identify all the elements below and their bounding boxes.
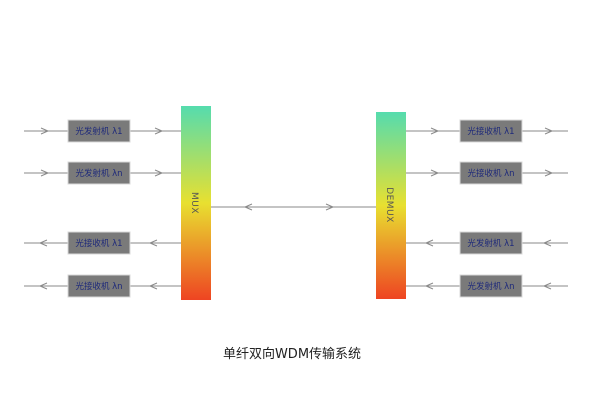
demux-label: DEMUX — [384, 187, 394, 223]
arrow-icon — [430, 127, 440, 135]
trunk-arrow-right-icon — [325, 203, 335, 211]
box-label: 光发射机 λn — [467, 281, 514, 292]
arrow-icon — [424, 282, 434, 290]
box-label: 光接收机 λ1 — [467, 126, 514, 137]
receiver-box: 光接收机 λ1 — [67, 231, 131, 255]
left-row-3: 光接收机 λ1 — [24, 231, 181, 255]
arrow-icon — [154, 127, 164, 135]
arrow-icon — [544, 169, 554, 177]
box-label: 光发射机 λ1 — [75, 126, 122, 137]
arrow-icon — [38, 239, 48, 247]
arrow-icon — [148, 282, 158, 290]
box-label: 光接收机 λn — [467, 168, 514, 179]
box-label: 光发射机 λ1 — [467, 238, 514, 249]
mux-block — [181, 106, 211, 300]
box-label: 光接收机 λn — [75, 281, 122, 292]
right-row-2: 光接收机 λn — [406, 161, 568, 185]
trunk-arrow-left-icon — [243, 203, 253, 211]
arrow-icon — [38, 282, 48, 290]
diagram-caption: 单纤双向WDM传输系统 — [223, 346, 361, 362]
transmitter-box: 光发射机 λn — [459, 274, 523, 298]
arrow-icon — [424, 239, 434, 247]
transmitter-box: 光发射机 λn — [67, 161, 131, 185]
box-label: 光接收机 λ1 — [75, 238, 122, 249]
arrow-icon — [544, 127, 554, 135]
transmitter-box: 光发射机 λ1 — [459, 231, 523, 255]
right-row-4: 光发射机 λn — [406, 274, 568, 298]
left-row-1: 光发射机 λ1 — [24, 119, 181, 143]
left-terminals: 光发射机 λ1 光发射机 λn 光接收机 λ1 光接收机 λn — [24, 119, 181, 298]
arrow-icon — [148, 239, 158, 247]
arrow-icon — [40, 169, 50, 177]
left-row-4: 光接收机 λn — [24, 274, 181, 298]
arrow-icon — [40, 127, 50, 135]
receiver-box: 光接收机 λn — [459, 161, 523, 185]
arrow-icon — [430, 169, 440, 177]
right-row-3: 光发射机 λ1 — [406, 231, 568, 255]
box-label: 光发射机 λn — [75, 168, 122, 179]
arrow-icon — [542, 282, 552, 290]
arrow-icon — [542, 239, 552, 247]
mux-label: MUX — [189, 192, 199, 214]
left-row-2: 光发射机 λn — [24, 161, 181, 185]
arrow-icon — [154, 169, 164, 177]
demux-block — [376, 112, 406, 299]
right-row-1: 光接收机 λ1 — [406, 119, 568, 143]
right-terminals: 光接收机 λ1 光接收机 λn 光发射机 λ1 光发射机 λn — [406, 119, 568, 298]
receiver-box: 光接收机 λn — [67, 274, 131, 298]
transmitter-box: 光发射机 λ1 — [67, 119, 131, 143]
receiver-box: 光接收机 λ1 — [459, 119, 523, 143]
